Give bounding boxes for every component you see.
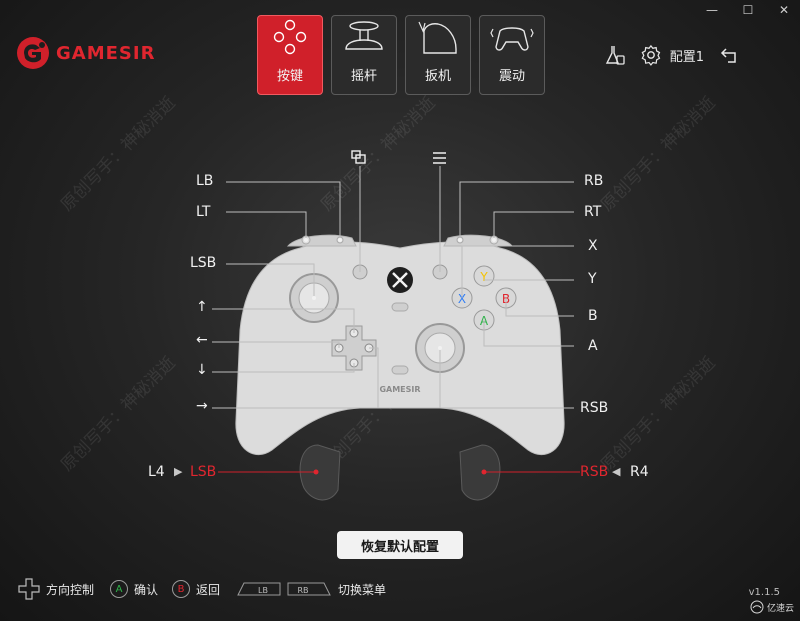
- version-label: v1.1.5: [748, 587, 780, 598]
- label-lt[interactable]: LT: [196, 204, 211, 220]
- r4-paddle[interactable]: [459, 444, 501, 501]
- joystick-icon: [345, 21, 383, 50]
- tab-joystick[interactable]: 摇杆: [331, 15, 397, 95]
- bumpers-hint-icon: LB RB: [237, 582, 331, 596]
- hint-switch-label: 切换菜单: [338, 582, 387, 597]
- dpad[interactable]: [331, 325, 377, 371]
- y-button-label: Y: [479, 270, 488, 284]
- header-actions: 配置1: [604, 44, 740, 66]
- hint-back-label: 返回: [196, 582, 221, 597]
- gear-icon[interactable]: [640, 44, 662, 66]
- rb-bumper[interactable]: [443, 234, 514, 247]
- hint-switch-menu: LB RB 切换菜单: [236, 579, 386, 599]
- home-button[interactable]: [391, 365, 409, 375]
- dpad-hint-icon: [18, 578, 40, 600]
- menu-icon: [433, 152, 446, 164]
- y-button[interactable]: [473, 265, 495, 287]
- window-controls: — ☐ ✕: [704, 2, 792, 18]
- label-right[interactable]: →: [196, 398, 208, 414]
- x-button-label: X: [458, 292, 466, 306]
- l4-paddle[interactable]: [299, 444, 341, 501]
- label-x[interactable]: X: [588, 238, 598, 254]
- rb-hint-label: RB: [298, 586, 309, 595]
- watermark-text: 原创写手：神秘消逝: [317, 93, 440, 216]
- xbox-logo-icon: [392, 272, 408, 288]
- brand-logo: GAMESIR: [16, 36, 155, 70]
- tab-label: 震动: [498, 69, 525, 84]
- arrow-left-icon: ◀: [612, 465, 621, 478]
- label-up[interactable]: ↑: [196, 299, 208, 315]
- dpad-icon: [273, 19, 307, 55]
- label-a[interactable]: A: [588, 338, 598, 354]
- label-y[interactable]: Y: [588, 271, 597, 287]
- hint-dpad-label: 方向控制: [46, 582, 95, 597]
- label-rt[interactable]: RT: [584, 204, 602, 220]
- hint-back: B 返回: [172, 580, 220, 598]
- label-left[interactable]: ←: [196, 332, 208, 348]
- label-lsb[interactable]: LSB: [190, 255, 217, 271]
- label-l4: L4: [148, 464, 165, 480]
- tab-label: 按键: [276, 69, 303, 84]
- tab-trigger[interactable]: 扳机: [405, 15, 471, 95]
- maximize-button[interactable]: ☐: [742, 3, 754, 17]
- watermark-text: 原创写手：神秘消逝: [57, 93, 180, 216]
- back-icon[interactable]: [718, 44, 740, 66]
- trigger-icon: [418, 21, 457, 54]
- label-rsb[interactable]: RSB: [580, 400, 609, 416]
- tab-vibration[interactable]: 震动: [479, 15, 545, 95]
- lb-bumper[interactable]: [286, 234, 357, 247]
- label-lb[interactable]: LB: [196, 173, 214, 189]
- profile-label[interactable]: 配置1: [669, 49, 704, 65]
- arrow-right-icon: ▶: [174, 465, 183, 478]
- tab-buttons[interactable]: 按键: [257, 15, 323, 95]
- cloud-icon: [750, 600, 764, 614]
- b-button-hint-icon: B: [172, 580, 191, 598]
- minimize-button[interactable]: —: [706, 3, 718, 17]
- label-b[interactable]: B: [588, 308, 598, 324]
- label-r4-value[interactable]: RSB: [580, 464, 609, 480]
- watermark-text: 原创写手：神秘消逝: [57, 353, 180, 476]
- label-r4: R4: [630, 464, 649, 480]
- flask-icon[interactable]: [604, 44, 626, 66]
- footer-hints: 方向控制 A 确认 B 返回 LB RB 切换菜单: [18, 578, 386, 600]
- close-button[interactable]: ✕: [778, 3, 790, 17]
- watermark-text: 原创写手：神秘消逝: [597, 93, 720, 216]
- restore-defaults-button[interactable]: 恢复默认配置: [337, 531, 463, 559]
- gamesir-logo-icon: [17, 37, 49, 69]
- corner-logo: 亿速云: [750, 600, 794, 614]
- hint-dpad: 方向控制: [18, 578, 94, 600]
- label-rb[interactable]: RB: [584, 173, 604, 189]
- brand-name: GAMESIR: [56, 42, 156, 64]
- hint-confirm-label: 确认: [134, 582, 159, 597]
- corner-logo-text: 亿速云: [766, 603, 794, 614]
- tab-label: 摇杆: [350, 69, 377, 84]
- tab-bar: 按键 摇杆 扳机 震动: [257, 15, 545, 95]
- label-l4-value[interactable]: LSB: [190, 464, 217, 480]
- a-button-hint-icon: A: [110, 580, 129, 598]
- controller-brand: GAMESIR: [379, 385, 420, 394]
- lb-hint-label: LB: [258, 586, 268, 595]
- share-button[interactable]: [391, 302, 409, 312]
- callout-lines: [212, 166, 574, 409]
- tab-label: 扳机: [424, 69, 451, 84]
- hint-confirm: A 确认: [110, 580, 158, 598]
- vibration-icon: [490, 27, 534, 51]
- label-down[interactable]: ↓: [196, 362, 208, 378]
- view-icon: [351, 150, 366, 164]
- watermark-text: 原创写手：神秘消逝: [597, 353, 720, 476]
